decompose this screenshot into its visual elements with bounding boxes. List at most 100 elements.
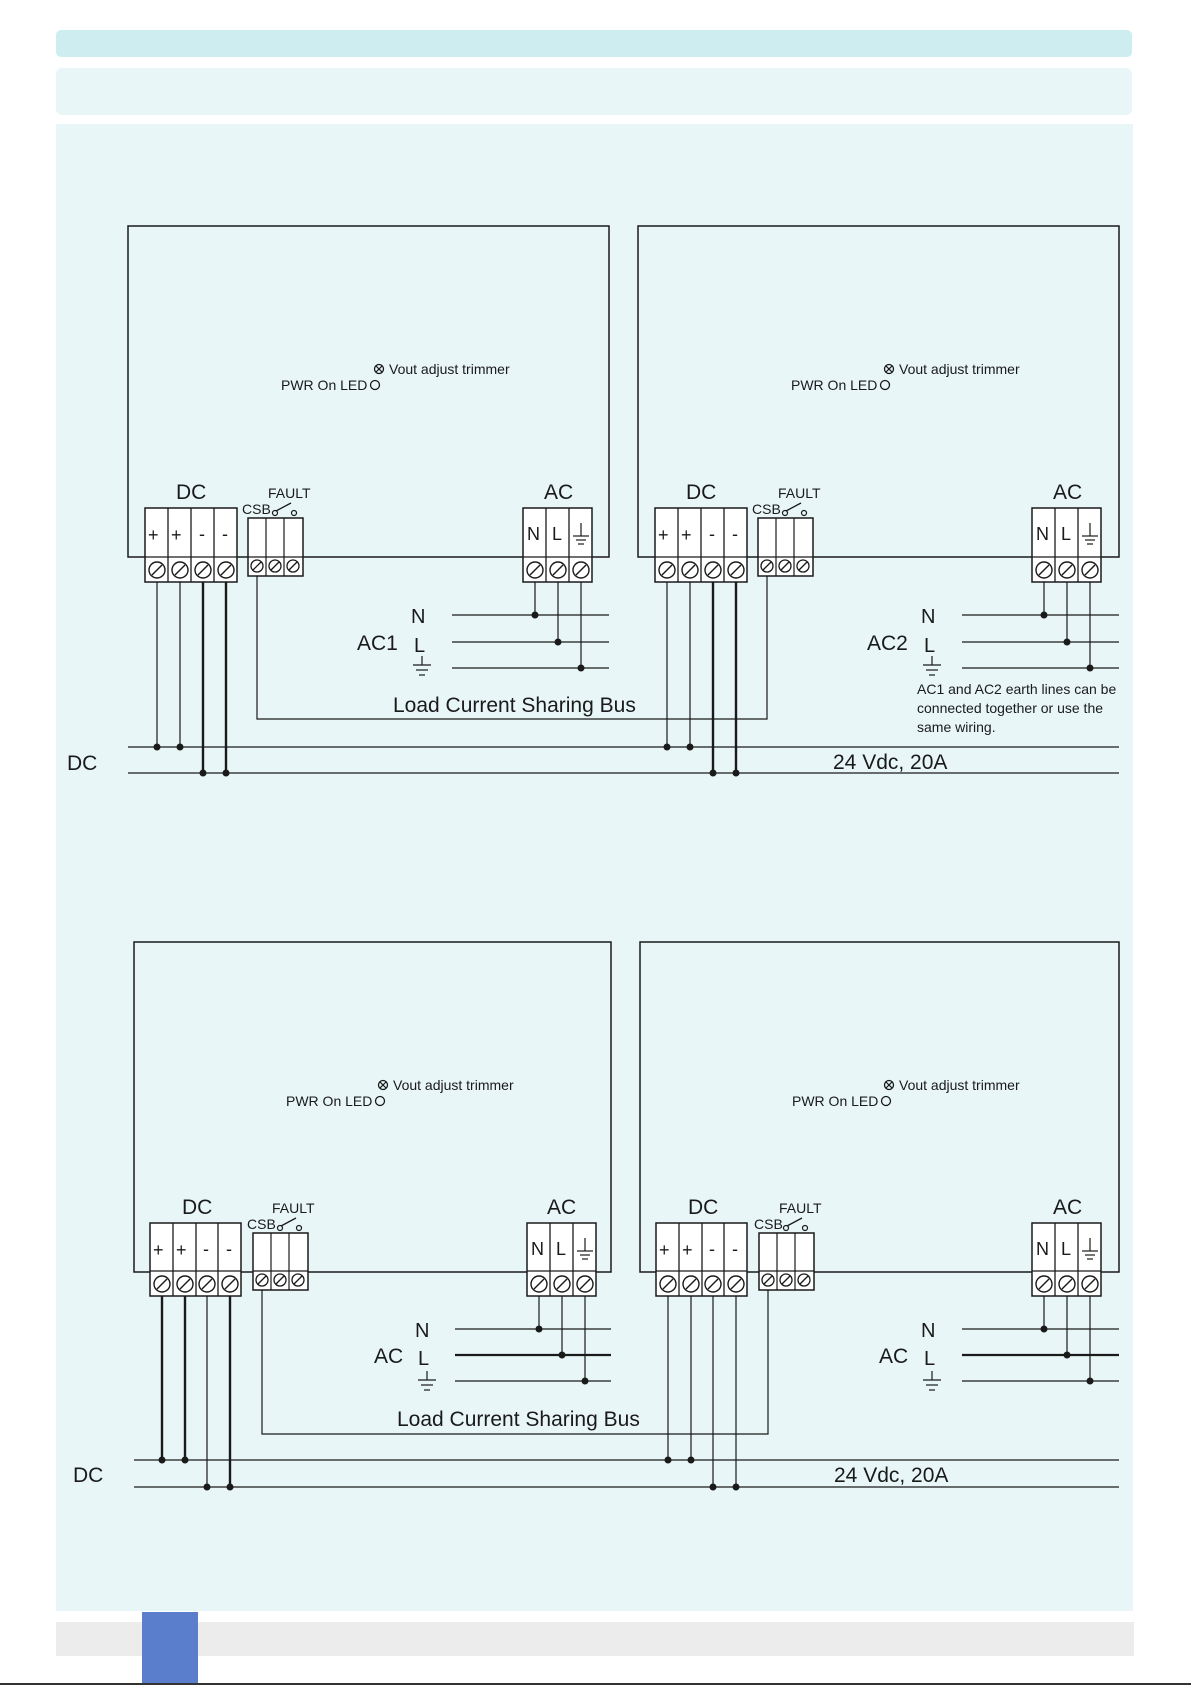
vout-label: Vout adjust trimmer <box>899 1077 1020 1093</box>
load-sharing-bus <box>256 576 768 720</box>
terminal-plus: + <box>148 525 159 545</box>
dc-rating-label: 24 Vdc, 20A <box>833 751 947 774</box>
terminal-minus: - <box>226 1239 232 1259</box>
terminal-minus: - <box>222 524 228 544</box>
terminal-minus: - <box>709 524 715 544</box>
load-bus-label: Load Current Sharing Bus <box>393 694 636 717</box>
diagram-panel <box>56 124 1133 1611</box>
vout-label: Vout adjust trimmer <box>899 361 1020 377</box>
terminal-minus: - <box>732 1239 738 1259</box>
terminal-n: N <box>531 1239 544 1259</box>
ac-terminal-block <box>1031 507 1102 583</box>
dc-rating-label: 24 Vdc, 20A <box>834 1464 948 1487</box>
dc-label: DC <box>182 1196 212 1219</box>
ac-label-left: AC <box>374 1345 403 1368</box>
footer-bar <box>56 1622 1134 1656</box>
ac-l-label: L <box>924 1348 935 1370</box>
earth-icon <box>418 1371 436 1391</box>
ac-l-label: L <box>418 1348 429 1370</box>
dc-terminal-block <box>149 1222 242 1297</box>
ac-l-label: L <box>414 635 425 657</box>
terminal-l: L <box>556 1239 566 1259</box>
terminal-l: L <box>1061 524 1071 544</box>
terminal-plus: + <box>171 525 182 545</box>
vout-trimmer-icon <box>883 363 895 375</box>
vout-label: Vout adjust trimmer <box>393 1077 514 1093</box>
ac-label: AC <box>1053 1196 1082 1219</box>
terminal-minus: - <box>732 524 738 544</box>
ac-label: AC <box>547 1196 576 1219</box>
csb-fault-block <box>758 1217 815 1291</box>
psu-box <box>127 225 610 558</box>
ac1-label: AC1 <box>357 632 398 655</box>
ac-terminal-block <box>526 1222 597 1297</box>
earth-note-line-3: same wiring. <box>917 719 996 735</box>
vout-trimmer-icon <box>377 1079 389 1091</box>
dc-bus-label: DC <box>67 752 97 775</box>
earth-note-line-1: AC1 and AC2 earth lines can be <box>917 681 1116 697</box>
csb-fault-block <box>252 1217 309 1291</box>
earth-icon <box>923 656 941 676</box>
pwr-led-icon <box>879 379 891 391</box>
fault-label: FAULT <box>778 485 821 501</box>
pwr-led-label: PWR On LED <box>281 377 367 393</box>
terminal-plus: + <box>153 1240 164 1260</box>
ac2-label: AC2 <box>867 632 908 655</box>
dc-bus-label: DC <box>73 1464 103 1487</box>
ac-n-label: N <box>921 606 935 628</box>
earth-icon <box>413 656 431 676</box>
csb-label: CSB <box>242 501 271 517</box>
terminal-l: L <box>552 524 562 544</box>
terminal-n: N <box>527 524 540 544</box>
pwr-led-icon <box>369 379 381 391</box>
load-sharing-bus <box>261 1290 769 1435</box>
psu-box <box>637 225 1120 558</box>
ac-terminal-block <box>1031 1222 1102 1297</box>
junction-dots <box>158 1325 1094 1491</box>
dc-label: DC <box>686 481 716 504</box>
terminal-minus: - <box>709 1239 715 1259</box>
pwr-led-label: PWR On LED <box>791 377 877 393</box>
earth-note-line-2: connected together or use the <box>917 700 1103 716</box>
dc-label: DC <box>688 1196 718 1219</box>
psu-box <box>133 941 612 1273</box>
csb-label: CSB <box>754 1216 783 1232</box>
vout-label: Vout adjust trimmer <box>389 361 510 377</box>
csb-fault-block <box>247 502 304 577</box>
terminal-minus: - <box>203 1239 209 1259</box>
csb-label: CSB <box>752 501 781 517</box>
ac-n-label: N <box>921 1320 935 1342</box>
ac-label-right: AC <box>879 1345 908 1368</box>
top-diagram <box>127 225 1120 774</box>
bottom-diagram <box>133 941 1120 1488</box>
terminal-l: L <box>1061 1239 1071 1259</box>
junction-dots <box>153 611 1094 777</box>
terminal-plus: + <box>176 1240 187 1260</box>
dc-terminal-block <box>655 1222 748 1297</box>
ac-label: AC <box>1053 481 1082 504</box>
bottom-diagram-labels: Vout adjust trimmer PWR On LED Vout adju… <box>73 1077 1082 1487</box>
load-bus-label: Load Current Sharing Bus <box>397 1408 640 1431</box>
dc-terminal-block <box>654 507 748 583</box>
csb-label: CSB <box>247 1216 276 1232</box>
vout-trimmer-icon <box>373 363 385 375</box>
terminal-minus: - <box>199 524 205 544</box>
dc-terminal-block <box>144 507 238 583</box>
pwr-led-label: PWR On LED <box>286 1093 372 1109</box>
fault-label: FAULT <box>779 1200 822 1216</box>
pwr-led-icon <box>374 1095 386 1107</box>
psu-box <box>639 941 1120 1273</box>
ac-n-label: N <box>411 606 425 628</box>
csb-fault-block <box>757 502 814 577</box>
ac-label: AC <box>544 481 573 504</box>
fault-label: FAULT <box>268 485 311 501</box>
terminal-plus: + <box>681 525 692 545</box>
terminal-n: N <box>1036 524 1049 544</box>
top-diagram-labels: Vout adjust trimmer PWR On LED Vout adju… <box>67 361 1116 775</box>
earth-icon <box>923 1371 941 1391</box>
terminal-plus: + <box>682 1240 693 1260</box>
ac-n-label: N <box>415 1320 429 1342</box>
pwr-led-label: PWR On LED <box>792 1093 878 1109</box>
terminal-plus: + <box>659 1240 670 1260</box>
